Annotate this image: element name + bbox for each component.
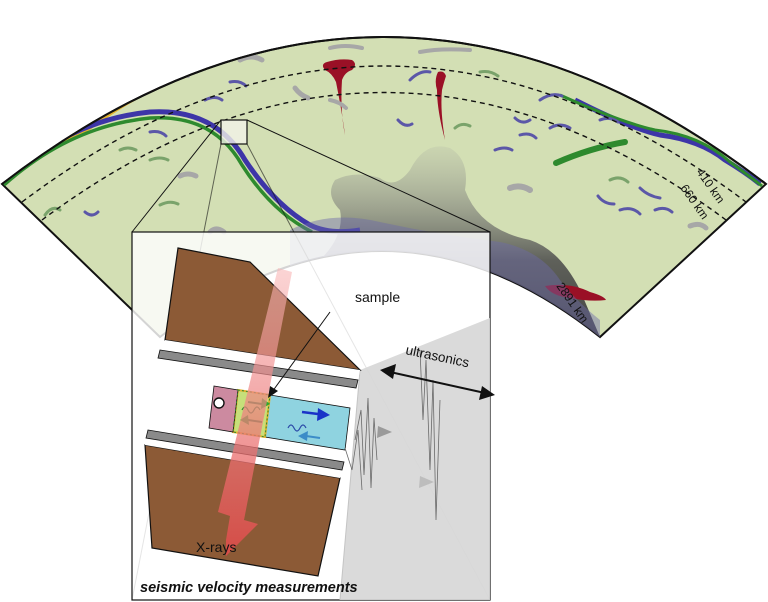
thermocouple-marker	[213, 397, 225, 409]
slab-right-green	[559, 93, 763, 188]
plume-right	[435, 71, 446, 140]
wave-blue	[287, 424, 307, 432]
arrow-blue-left	[298, 431, 308, 441]
surface-line	[1, 36, 767, 185]
line-660km	[41, 91, 727, 221]
label-xrays: X-rays	[196, 539, 236, 555]
ultrasonic-traces	[344, 349, 441, 521]
caption-seismic-velocity: seismic velocity measurements	[140, 580, 358, 596]
sample-leader	[271, 311, 331, 393]
stagnant-slab	[553, 139, 628, 166]
experiment-inset: sample ultrasonics X-rays seismic veloci…	[131, 231, 495, 601]
cmb-red-pile	[545, 284, 606, 301]
ultrasonics-arrow	[389, 371, 486, 394]
arrow-gray-1	[377, 426, 392, 438]
label-sample: sample	[355, 289, 400, 305]
arrow-gray-2	[419, 476, 434, 488]
slab-left-green	[2, 115, 313, 234]
arrow-blue-right	[317, 408, 330, 421]
ultrasonic-buffer	[340, 318, 490, 600]
backing-plate	[208, 385, 239, 433]
xray-beam	[218, 268, 292, 556]
zoom-source-box	[220, 119, 248, 145]
plume-left	[322, 59, 355, 136]
